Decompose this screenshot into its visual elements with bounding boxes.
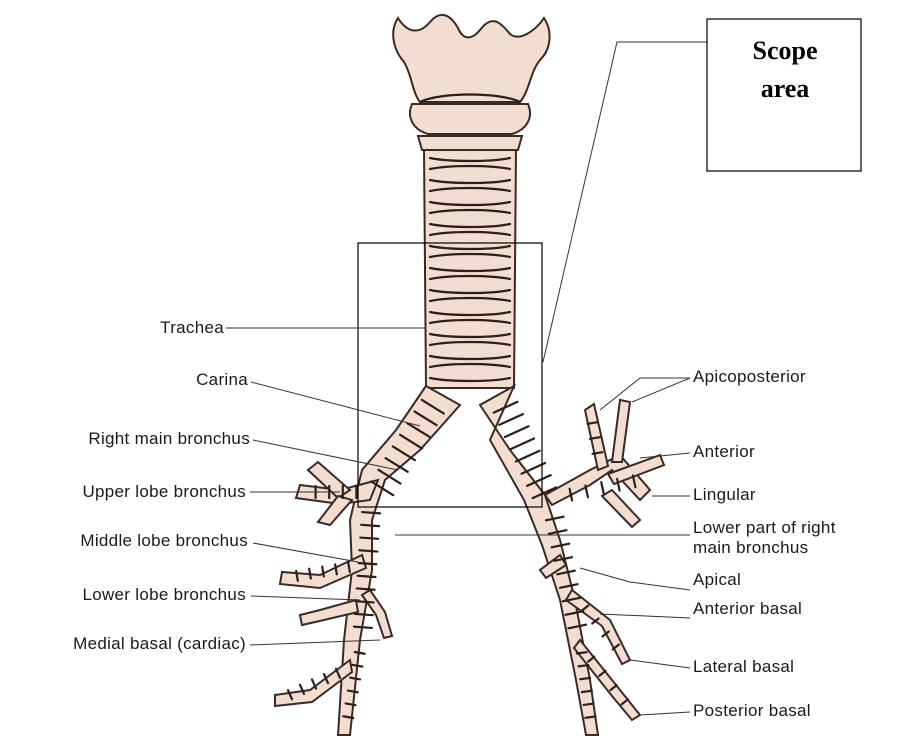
bronchial-ring [578,665,588,666]
label-lower-lobe-bronchus: Lower lobe bronchus [82,585,246,604]
label-lateral-basal: Lateral basal [693,657,794,676]
scope-title-line1: Scope [753,36,818,65]
bronchial-ring [360,538,378,539]
bronchial-ring [584,704,594,705]
label-medial-basal: Medial basal (cardiac) [73,634,246,653]
label-carina: Carina [196,370,248,389]
bronchial-ring [358,576,376,577]
labels-left: Trachea Carina Right main bronchus Upper… [73,318,250,653]
bronchial-ring [359,550,377,551]
bronchial-ring [516,451,540,462]
bronchial-ring [601,482,603,494]
larynx [393,15,549,150]
label-lingular: Lingular [693,485,756,504]
bronchial-ring [362,512,380,513]
label-upper-lobe-bronchus: Upper lobe bronchus [82,482,246,501]
scope-callout-line [543,42,708,362]
label-anterior: Anterior [693,442,755,461]
label-lower-part-main-bronchus-line1: Lower part of right [693,518,836,537]
bronchial-ring [580,678,590,679]
bronchial-ring [357,588,375,589]
label-posterior-basal: Posterior basal [693,701,811,720]
bronchial-ring [577,652,587,653]
bronchial-ring [499,414,523,425]
bronchial-ring [585,716,595,717]
trachea-shape [424,150,516,388]
bronchial-ring [358,563,376,564]
label-apicoposterior: Apicoposterior [693,367,806,386]
bronchial-ring [505,426,529,437]
bronchial-ring [510,439,534,450]
label-lower-part-main-bronchus-line2: main bronchus [693,538,808,557]
label-apical: Apical [693,570,741,589]
label-anterior-basal: Anterior basal [693,599,802,618]
bronchi [275,386,664,735]
bronchial-ring [355,614,373,615]
bronchial-ring [356,601,374,602]
label-middle-lobe-bronchus: Middle lobe bronchus [80,531,248,550]
labels-right: Apicoposterior Anterior Lingular Lower p… [693,367,836,720]
bronchial-ring [361,525,379,526]
bronchial-ring [354,627,372,628]
label-trachea: Trachea [160,318,224,337]
label-right-main-bronchus: Right main bronchus [88,429,250,448]
bronchial-ring [582,691,592,692]
scope-title-line2: area [761,74,810,103]
